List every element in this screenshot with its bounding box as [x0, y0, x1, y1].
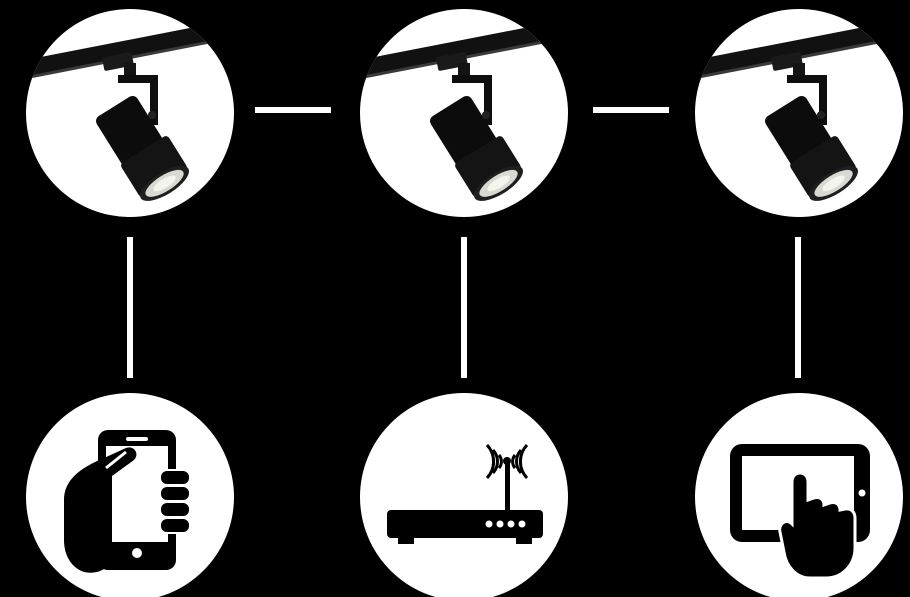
connector-spotlight-3-tablet: [795, 237, 801, 378]
connector-spotlight-2-router: [461, 237, 467, 378]
connector-spotlight-2-3: [593, 107, 669, 113]
tablet: [695, 393, 903, 597]
router: [360, 393, 568, 597]
connector-spotlight-1-2: [255, 107, 331, 113]
smartphone: [26, 393, 234, 597]
connector-spotlight-1-smartphone: [127, 237, 133, 378]
